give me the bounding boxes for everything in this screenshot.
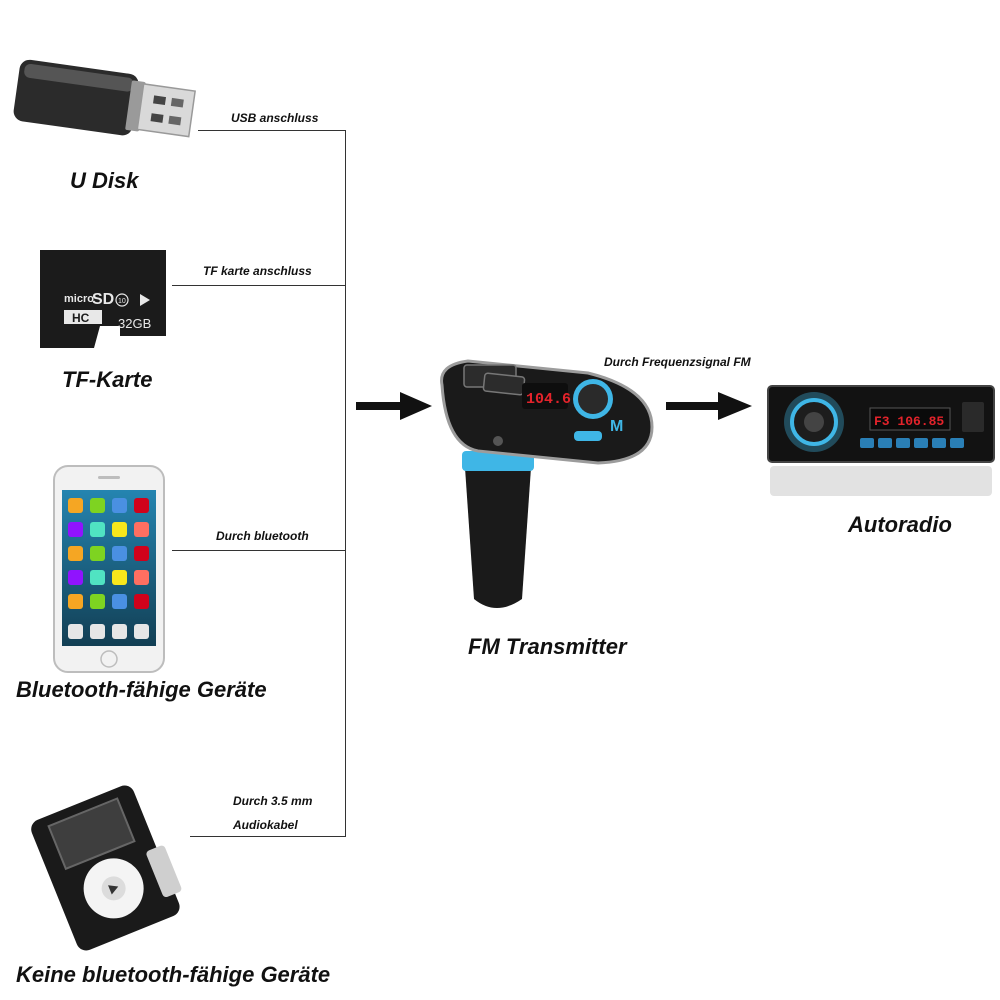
dock-icon xyxy=(68,624,83,639)
card-class-text: 10 xyxy=(118,298,126,305)
fm-transmitter-icon: 104.6 M xyxy=(440,359,654,608)
label-bluetooth-connection: Durch bluetooth xyxy=(216,529,309,543)
app-icon xyxy=(112,522,127,537)
app-icon xyxy=(90,522,105,537)
car-radio-icon: F3 106.85 xyxy=(767,385,995,496)
arrow-to-radio xyxy=(666,392,752,420)
label-fm-transmitter: FM Transmitter xyxy=(468,634,627,659)
label-tf-karte: TF-Karte xyxy=(62,367,153,392)
app-icon xyxy=(90,570,105,585)
dock-icon xyxy=(134,624,149,639)
label-u-disk: U Disk xyxy=(70,168,139,193)
label-tf-connection: TF karte anschluss xyxy=(203,264,312,278)
microsd-card-icon: micro SD HC 10 32GB xyxy=(40,250,166,348)
arrow-to-transmitter xyxy=(356,392,432,420)
app-icon xyxy=(68,546,83,561)
label-fm-signal: Durch Frequenzsignal FM xyxy=(604,355,751,369)
mp3-player-icon xyxy=(31,785,182,951)
app-icon xyxy=(134,522,149,537)
smartphone-icon xyxy=(53,465,165,673)
connector-aux xyxy=(190,836,345,837)
app-icon xyxy=(134,594,149,609)
dock-icon xyxy=(90,624,105,639)
connector-tf xyxy=(172,285,345,286)
label-bluetooth-devices: Bluetooth-fähige Geräte xyxy=(16,677,267,702)
radio-display-text: F3 106.85 xyxy=(874,414,944,429)
svg-text:M: M xyxy=(610,418,623,435)
app-icon xyxy=(68,498,83,513)
card-micro-text: micro xyxy=(64,293,94,305)
app-icon xyxy=(68,570,83,585)
app-icon xyxy=(90,498,105,513)
connector-vertical-bus xyxy=(345,130,346,837)
app-icon xyxy=(90,546,105,561)
app-icon xyxy=(68,594,83,609)
app-icon xyxy=(112,570,127,585)
label-usb-connection: USB anschluss xyxy=(231,111,319,125)
connector-usb xyxy=(198,130,345,131)
connector-bluetooth xyxy=(172,550,345,551)
card-capacity-text: 32GB xyxy=(118,316,151,331)
label-aux-connection-1: Durch 3.5 mm xyxy=(233,794,313,808)
dock-icon xyxy=(112,624,127,639)
app-icon xyxy=(112,498,127,513)
app-icon xyxy=(112,594,127,609)
label-non-bluetooth-devices: Keine bluetooth-fähige Geräte xyxy=(16,962,331,987)
app-icon xyxy=(134,570,149,585)
label-autoradio: Autoradio xyxy=(848,512,952,537)
card-sd-text: SD xyxy=(92,291,114,308)
usb-stick-icon xyxy=(13,59,196,138)
card-hc-text: HC xyxy=(72,311,90,325)
app-icon xyxy=(134,498,149,513)
app-icon xyxy=(112,546,127,561)
app-icon xyxy=(68,522,83,537)
app-icon xyxy=(90,594,105,609)
transmitter-display-text: 104.6 xyxy=(526,391,571,408)
app-icon xyxy=(134,546,149,561)
label-aux-connection-2: Audiokabel xyxy=(233,818,298,832)
